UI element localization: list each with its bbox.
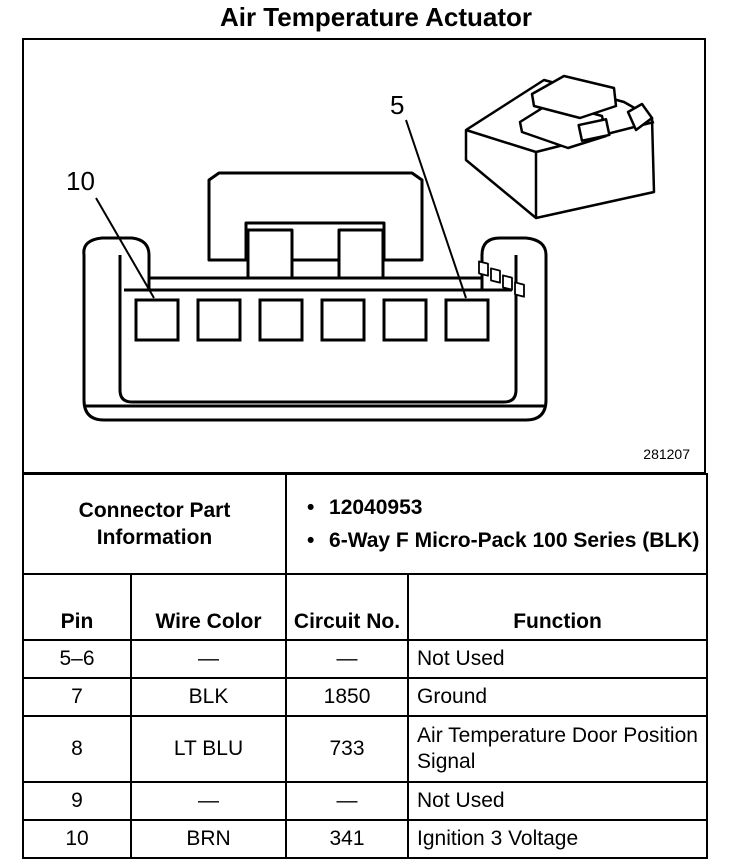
cell-function: Air Temperature Door Position Signal — [407, 715, 709, 783]
cell-pin: 5–6 — [22, 639, 132, 679]
cavity-6 — [382, 298, 428, 342]
connector-part-number: 12040953 — [307, 495, 706, 521]
cell-circuit: 341 — [285, 819, 410, 859]
table-row: 9 — — Not Used — [22, 781, 709, 821]
pin-10-leader — [95, 197, 155, 299]
connector-diagram: 10 5 281207 — [22, 38, 706, 474]
cell-circuit: — — [285, 781, 410, 821]
header-pin: Pin — [22, 573, 132, 641]
cell-pin: 10 — [22, 819, 132, 859]
cell-wire: LT BLU — [129, 715, 288, 783]
connector-table: Connector Part Information 12040953 6-Wa… — [21, 473, 709, 859]
header-wire-color: Wire Color — [129, 573, 288, 641]
figure-id: 281207 — [643, 446, 690, 462]
connector-face-drawing: 10 5 — [66, 74, 656, 422]
table-header-row: Pin Wire Color Circuit No. Function — [22, 573, 709, 641]
cell-function: Not Used — [407, 639, 709, 679]
cavity-9 — [196, 298, 242, 342]
cell-pin: 7 — [22, 677, 132, 717]
cell-pin: 9 — [22, 781, 132, 821]
cell-circuit: — — [285, 639, 410, 679]
cell-wire: BRN — [129, 819, 288, 859]
table-row: 5–6 — — Not Used — [22, 639, 709, 679]
table-row: 8 LT BLU 733 Air Temperature Door Positi… — [22, 715, 709, 783]
pin-label-10: 10 — [66, 166, 95, 196]
cell-wire: BLK — [129, 677, 288, 717]
connector-info-row: Connector Part Information 12040953 6-Wa… — [21, 473, 709, 575]
table-row: 10 BRN 341 Ignition 3 Voltage — [22, 819, 709, 859]
connector-description: 6-Way F Micro-Pack 100 Series (BLK) — [307, 528, 706, 554]
header-circuit: Circuit No. — [285, 573, 410, 641]
cell-function: Ignition 3 Voltage — [407, 819, 709, 859]
pin-label-5: 5 — [390, 90, 404, 120]
cavity-7 — [320, 298, 366, 342]
cavity-5 — [444, 298, 490, 342]
pin-5-leader — [405, 119, 467, 299]
cell-circuit: 1850 — [285, 677, 410, 717]
cell-wire: — — [129, 639, 288, 679]
cell-wire: — — [129, 781, 288, 821]
table-row: 7 BLK 1850 Ground — [22, 677, 709, 717]
cavity-8 — [258, 298, 304, 342]
connector-iso-view — [464, 74, 656, 298]
cell-pin: 8 — [22, 715, 132, 783]
cell-function: Ground — [407, 677, 709, 717]
connector-info-values: 12040953 6-Way F Micro-Pack 100 Series (… — [285, 473, 709, 575]
cell-circuit: 733 — [285, 715, 410, 783]
connector-info-label: Connector Part Information — [21, 473, 288, 575]
cavity-10 — [134, 298, 180, 342]
header-function: Function — [407, 573, 709, 641]
cell-function: Not Used — [407, 781, 709, 821]
page-title: Air Temperature Actuator — [219, 2, 533, 32]
